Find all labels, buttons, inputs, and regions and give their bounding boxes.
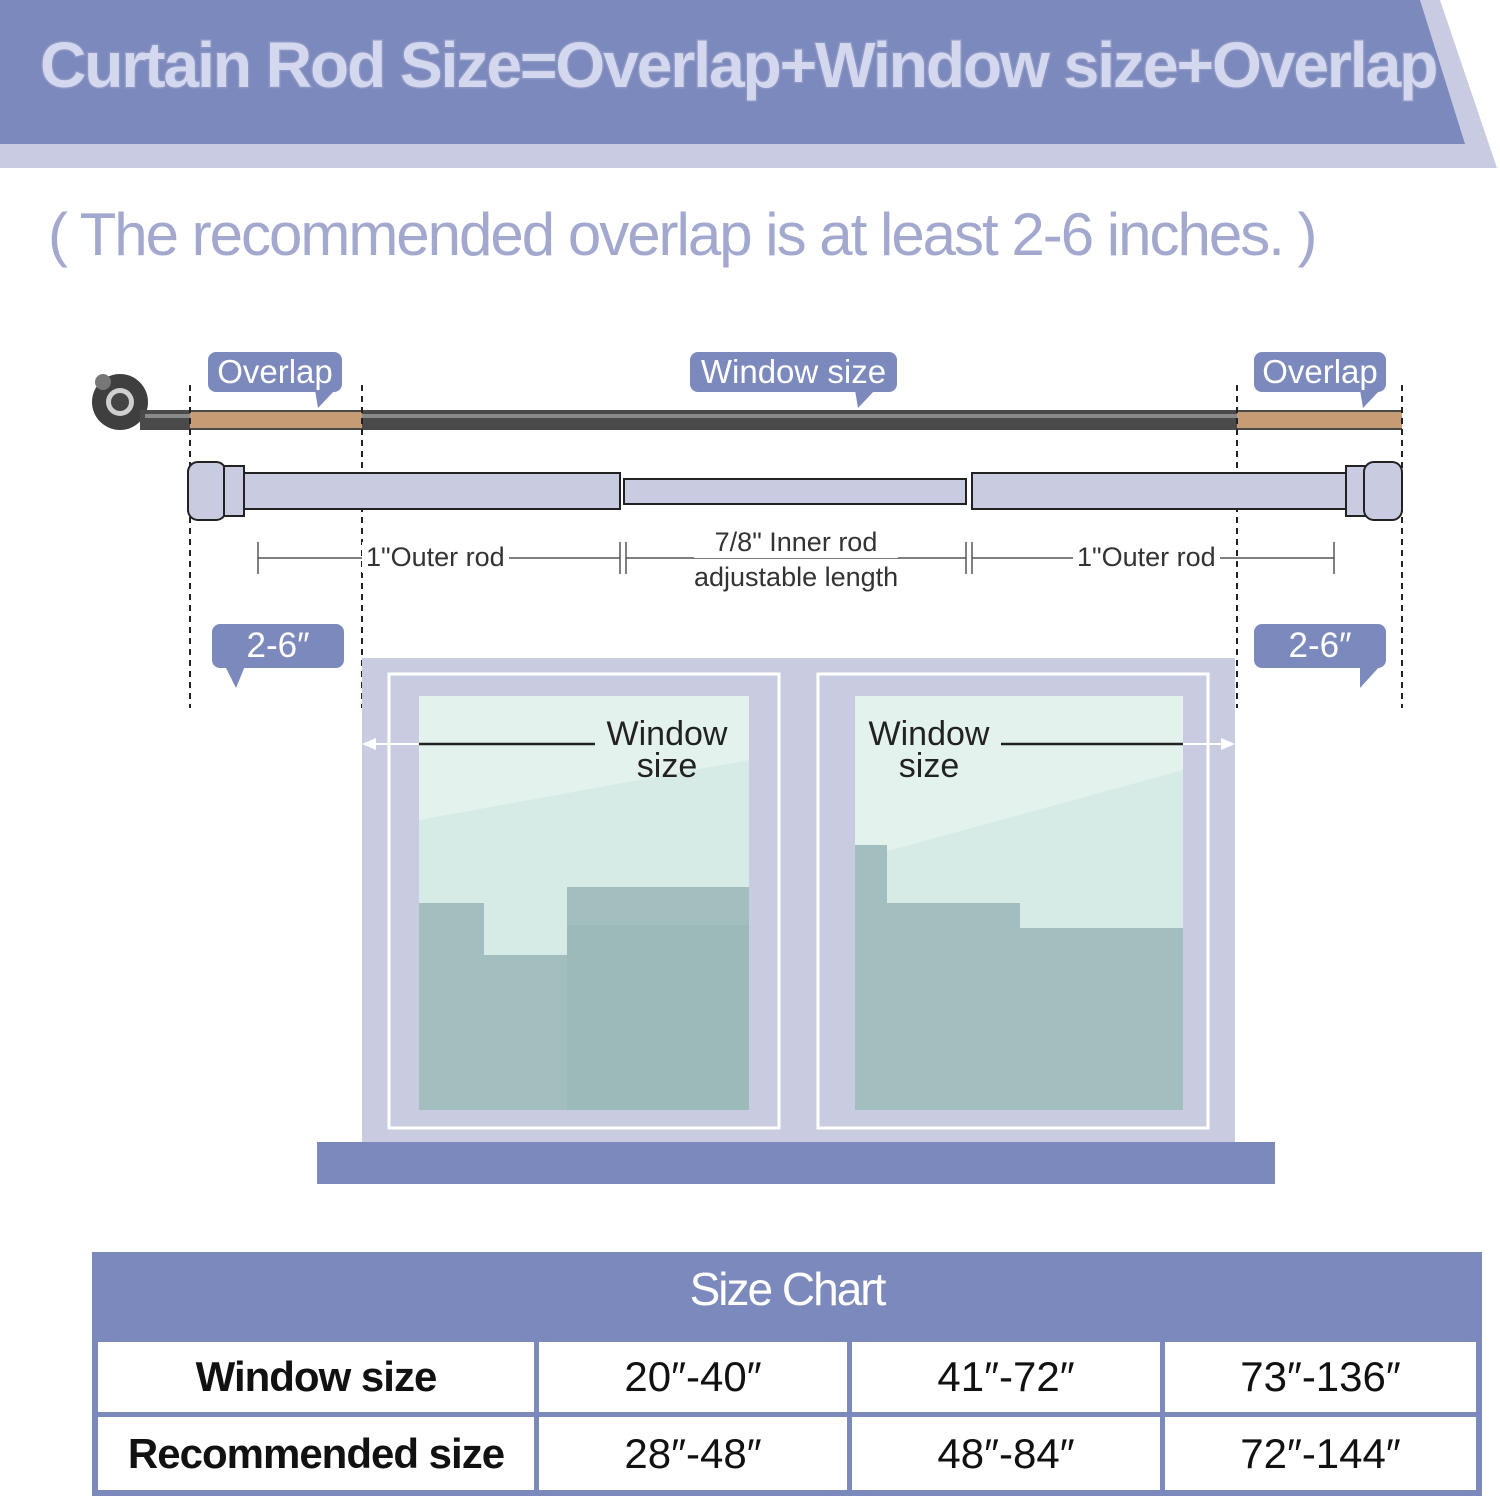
window-size-label-right: Window size bbox=[868, 715, 990, 785]
overlap-range-left: 2-6″ bbox=[212, 624, 344, 668]
table-cell: 41″-72″ bbox=[852, 1342, 1160, 1412]
table-cell: 20″-40″ bbox=[539, 1342, 847, 1412]
tag-pointers bbox=[225, 390, 1380, 688]
row-label-recommended-size: Recommended size bbox=[98, 1417, 534, 1490]
table-cell: 48″-84″ bbox=[852, 1417, 1160, 1490]
window-size-tag: Window size bbox=[690, 352, 897, 392]
inner-rod-label-line1: 7/8" Inner rod bbox=[694, 527, 898, 558]
overlap-range-right: 2-6″ bbox=[1254, 624, 1386, 668]
table-cell: 73″-136″ bbox=[1165, 1342, 1476, 1412]
window-size-label-left-line2: size bbox=[636, 747, 698, 785]
curtain-rod bbox=[187, 461, 1403, 521]
row-label-window-size: Window size bbox=[98, 1342, 534, 1412]
window-size-label-left: Window size bbox=[606, 715, 728, 785]
overlap-left-tag: Overlap bbox=[208, 352, 342, 392]
right-window-pane bbox=[816, 672, 1210, 1130]
window-size-label-left-line1: Window bbox=[606, 715, 728, 753]
window-size-label-right-line2: size bbox=[898, 747, 960, 785]
outer-rod-left-label: 1"Outer rod bbox=[362, 542, 509, 573]
size-chart-title: Size Chart bbox=[689, 1263, 887, 1315]
overlap-recommendation: ( The recommended overlap is at least 2-… bbox=[48, 201, 1318, 268]
curtain-rod-diagram bbox=[92, 374, 1403, 1184]
page-title: Curtain Rod Size=Overlap+Window size+Ove… bbox=[38, 28, 1439, 103]
table-cell: 28″-48″ bbox=[539, 1417, 847, 1490]
left-window-pane bbox=[387, 672, 781, 1130]
header-banner bbox=[0, 0, 1497, 168]
tape-measure-icon bbox=[92, 374, 1402, 430]
outer-rod-right-label: 1"Outer rod bbox=[1073, 542, 1220, 573]
table-cell: 72″-144″ bbox=[1165, 1417, 1476, 1490]
overlap-right-tag: Overlap bbox=[1254, 352, 1386, 392]
window-size-indicators bbox=[362, 738, 1235, 750]
inner-rod-label-line2: adjustable length bbox=[694, 562, 899, 593]
guide-lines bbox=[189, 385, 1403, 708]
window-size-label-right-line1: Window bbox=[868, 715, 990, 753]
window-sill bbox=[317, 1142, 1275, 1184]
